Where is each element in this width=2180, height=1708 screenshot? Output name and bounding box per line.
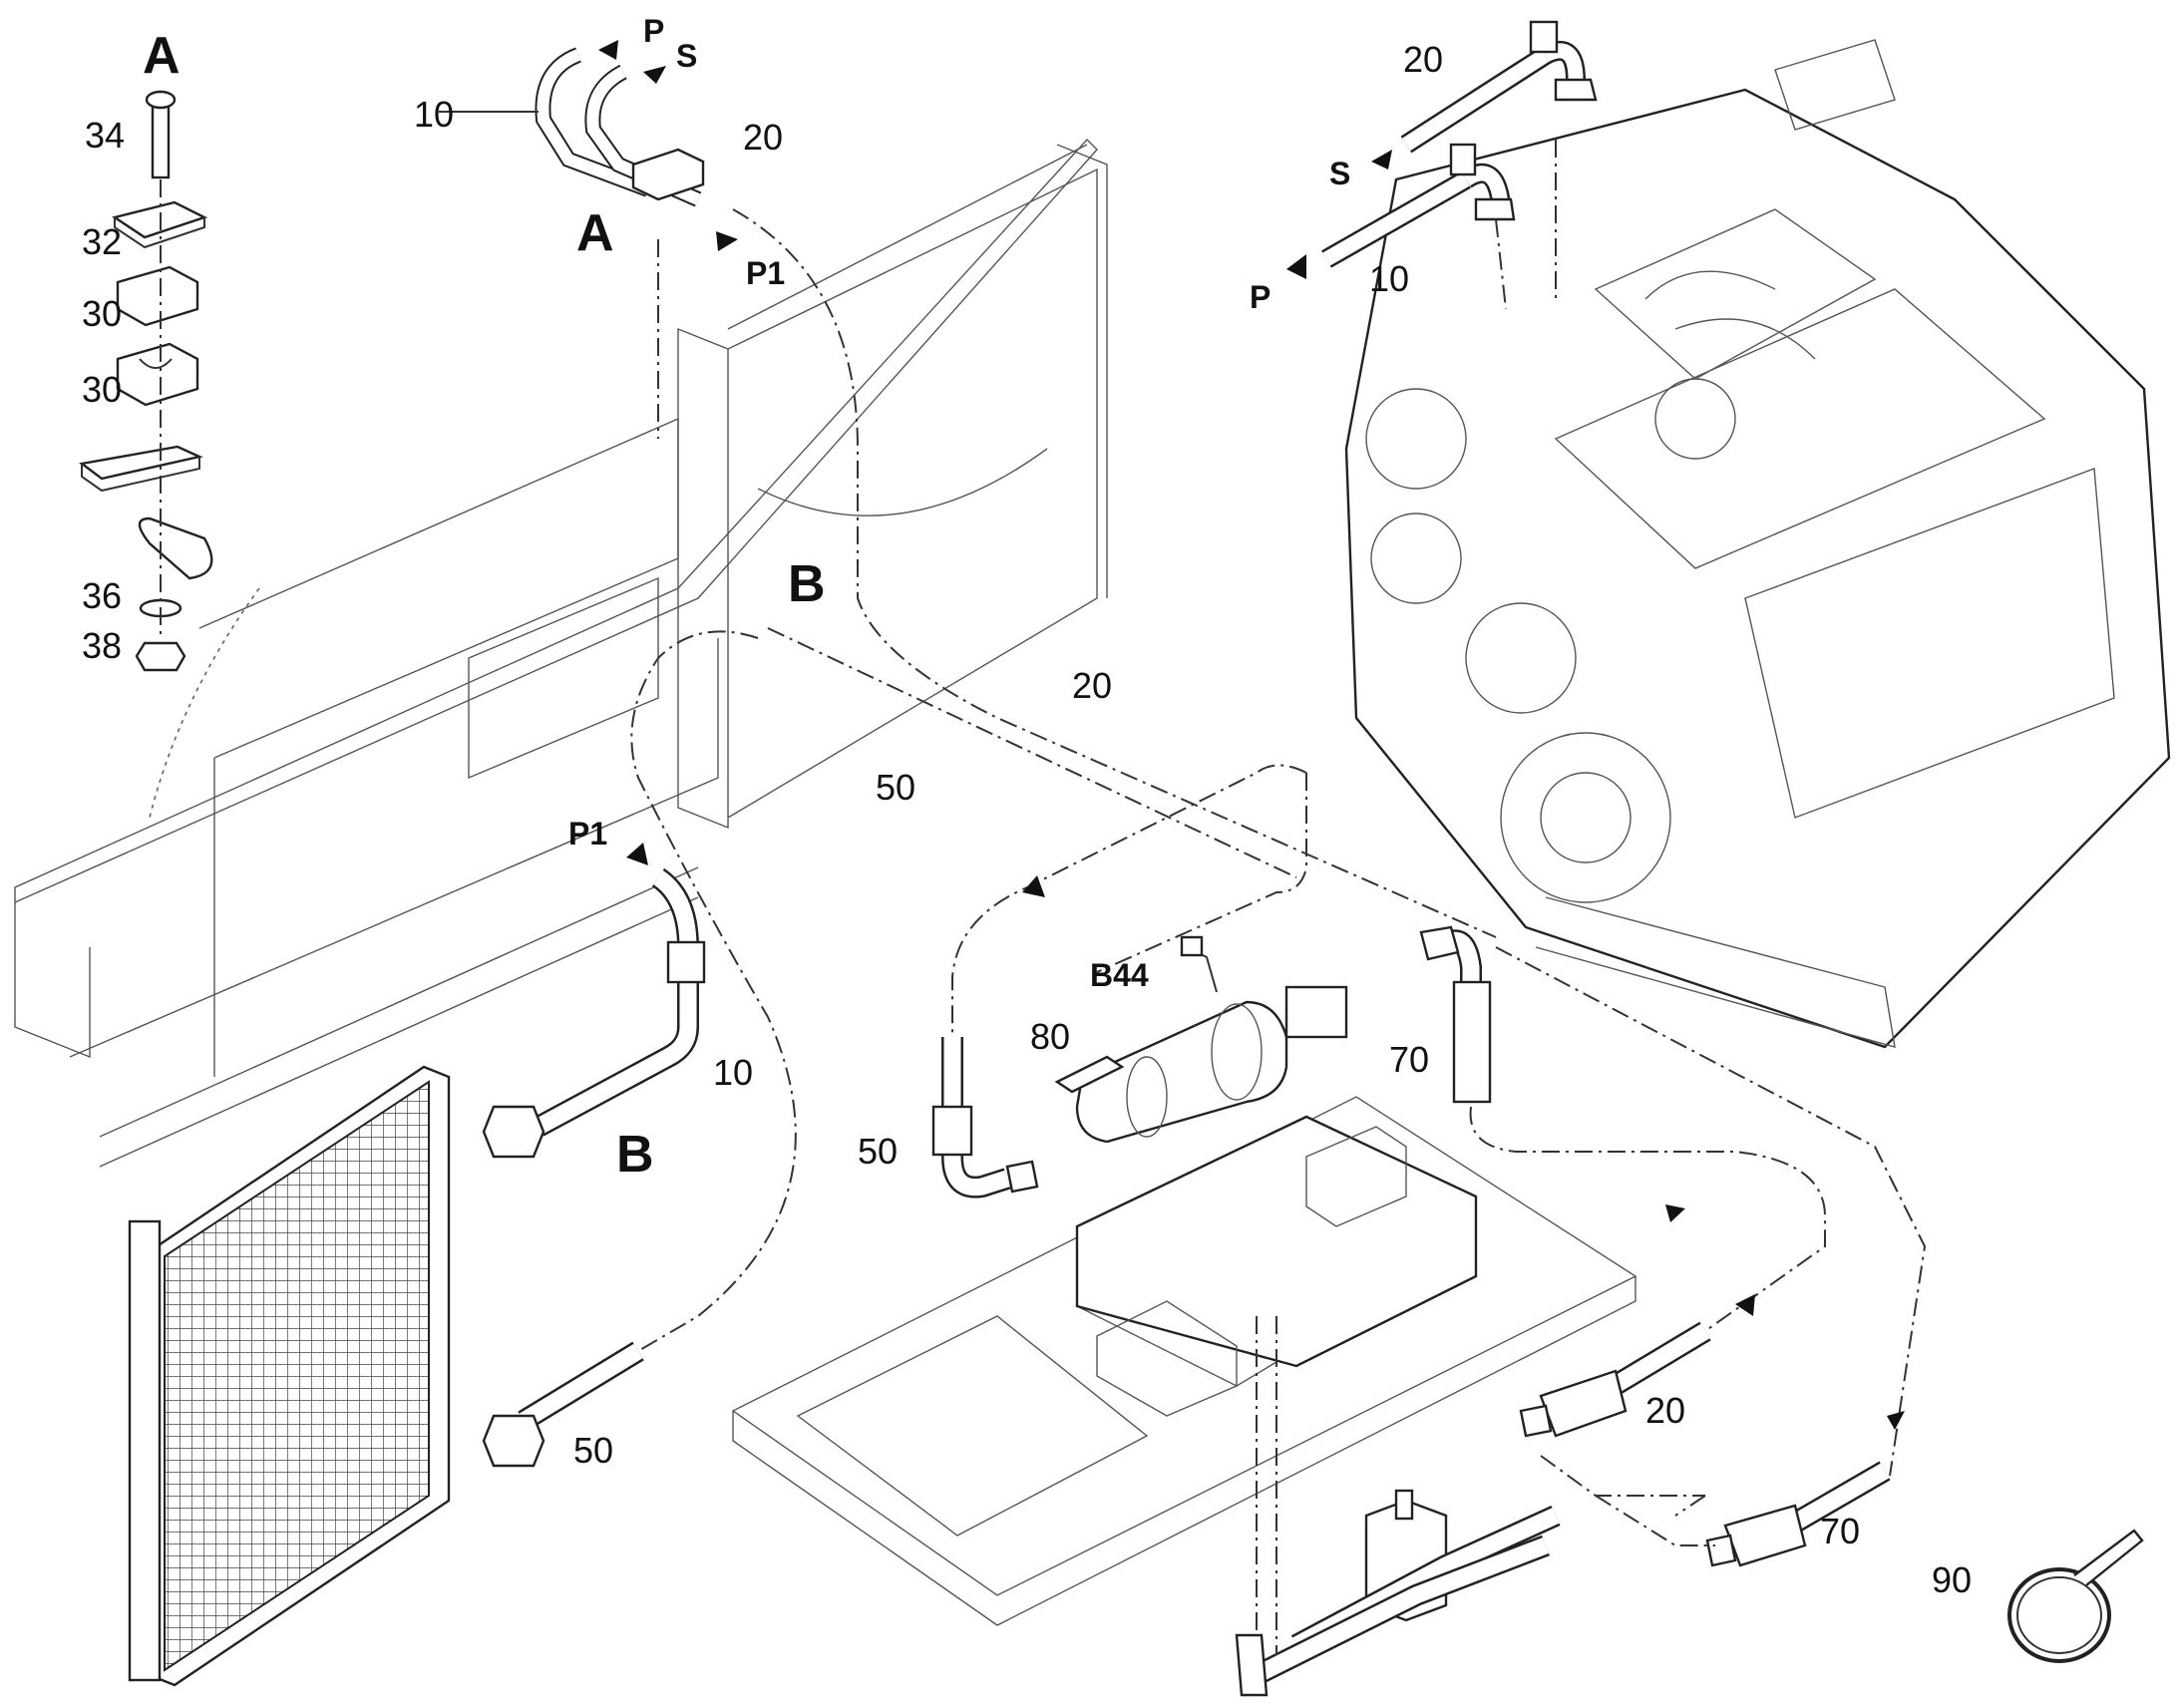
engine xyxy=(1344,39,2171,1049)
part-number-36: 36 xyxy=(82,575,123,616)
hose-10-lower xyxy=(482,867,706,1159)
radiator-frame xyxy=(14,138,1108,1168)
part-number-34: 34 xyxy=(85,115,126,156)
hose-50-left xyxy=(482,1341,644,1468)
nut-38 xyxy=(135,641,186,672)
flow-arrow-icon xyxy=(1371,150,1392,170)
part-number-50: 50 xyxy=(858,1131,899,1172)
part-number-30: 30 xyxy=(82,369,123,410)
part-number-30: 30 xyxy=(82,293,123,334)
clamp-half-30-upper xyxy=(116,265,199,327)
flow-arrow-icon xyxy=(1022,875,1045,897)
port-label-p1: P1 xyxy=(746,255,786,291)
callout-b: B xyxy=(788,555,826,613)
hose-70-bottom xyxy=(1705,1461,1891,1567)
flow-arrow-icon xyxy=(598,40,618,60)
callout-b: B xyxy=(616,1126,654,1184)
bracket xyxy=(138,516,213,580)
condenser xyxy=(128,1065,451,1687)
part-number-10: 10 xyxy=(414,94,455,135)
callout-a: A xyxy=(576,204,614,262)
part-number-10: 10 xyxy=(1369,258,1410,299)
flow-arrow-icon xyxy=(1887,1411,1905,1430)
top-hose-assembly xyxy=(439,47,705,207)
port-label-p: P xyxy=(1250,279,1272,315)
flow-arrow-icon xyxy=(1665,1204,1685,1222)
bottom-clamp-assembly xyxy=(1235,1489,1561,1697)
hose-50-mid xyxy=(931,1037,1039,1198)
detail-a-title: A xyxy=(143,27,181,85)
receiver-drier xyxy=(1054,935,1348,1144)
port-label-s: S xyxy=(1329,156,1351,191)
part-number-70: 70 xyxy=(1820,1511,1861,1551)
part-number-32: 32 xyxy=(82,221,123,262)
flow-arrow-icon xyxy=(1735,1294,1755,1316)
routing-lines xyxy=(630,140,1927,1655)
port-label-p: P xyxy=(643,13,665,49)
part-number-38: 38 xyxy=(82,625,123,666)
hose-20-bottom xyxy=(1519,1321,1711,1438)
component-label-b44: B44 xyxy=(1090,957,1149,993)
hose-70-mid xyxy=(1419,925,1492,1104)
flow-arrow-icon xyxy=(643,66,666,84)
clamp-half-30-lower xyxy=(116,342,199,407)
engine-hoses xyxy=(1321,20,1598,268)
flow-arrow-icon xyxy=(626,843,648,865)
flow-arrow-icon xyxy=(1286,254,1306,279)
part-number-20: 20 xyxy=(1072,665,1113,706)
part-number-10: 10 xyxy=(713,1052,754,1093)
hvac-unit xyxy=(1075,1115,1478,1417)
part-number-50: 50 xyxy=(876,767,916,808)
port-label-p1: P1 xyxy=(568,816,608,852)
flow-arrow-icon xyxy=(716,231,738,251)
clamp-detail-a xyxy=(79,90,213,672)
part-number-50: 50 xyxy=(573,1430,614,1471)
base-plate xyxy=(79,445,203,481)
part-number-70: 70 xyxy=(1389,1039,1430,1080)
part-number-80: 80 xyxy=(1030,1016,1071,1057)
part-number-20: 20 xyxy=(1403,39,1444,80)
cable-tie-90 xyxy=(2007,1529,2144,1663)
part-number-90: 90 xyxy=(1932,1559,1973,1600)
port-label-s: S xyxy=(676,38,698,74)
bolt-34 xyxy=(151,96,171,179)
flow-arrows xyxy=(598,40,1905,1430)
part-number-20: 20 xyxy=(1645,1390,1686,1431)
part-number-20: 20 xyxy=(743,117,784,158)
